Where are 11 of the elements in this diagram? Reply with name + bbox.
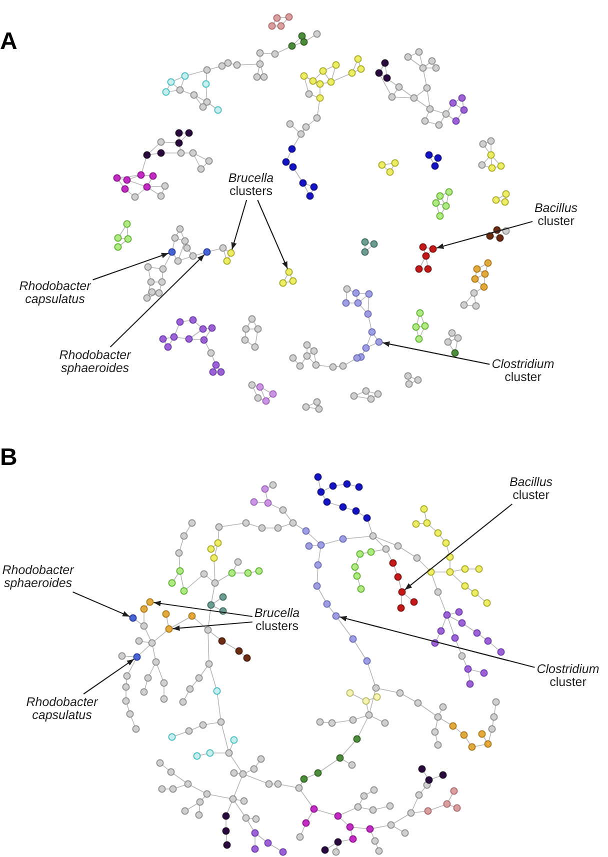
annotation-label: Clostridium cluster: [492, 358, 554, 384]
annotation-label: Bacillus cluster: [534, 202, 578, 228]
annotation-label: Rhodobacter sphaeroides: [59, 349, 131, 375]
annotation-label: Clostridium cluster: [536, 663, 600, 689]
panel-letter: A: [0, 30, 18, 54]
arrow: [72, 592, 130, 617]
annotation-label: Rhodobacter capsulatus: [19, 280, 91, 306]
annotation-label: Rhodobacter capsulatus: [26, 696, 98, 722]
panel-letter: B: [0, 446, 18, 470]
annotation-label: Rhodobacter sphaeroides: [2, 564, 74, 590]
annotation-label: Bacillus cluster: [509, 476, 553, 502]
